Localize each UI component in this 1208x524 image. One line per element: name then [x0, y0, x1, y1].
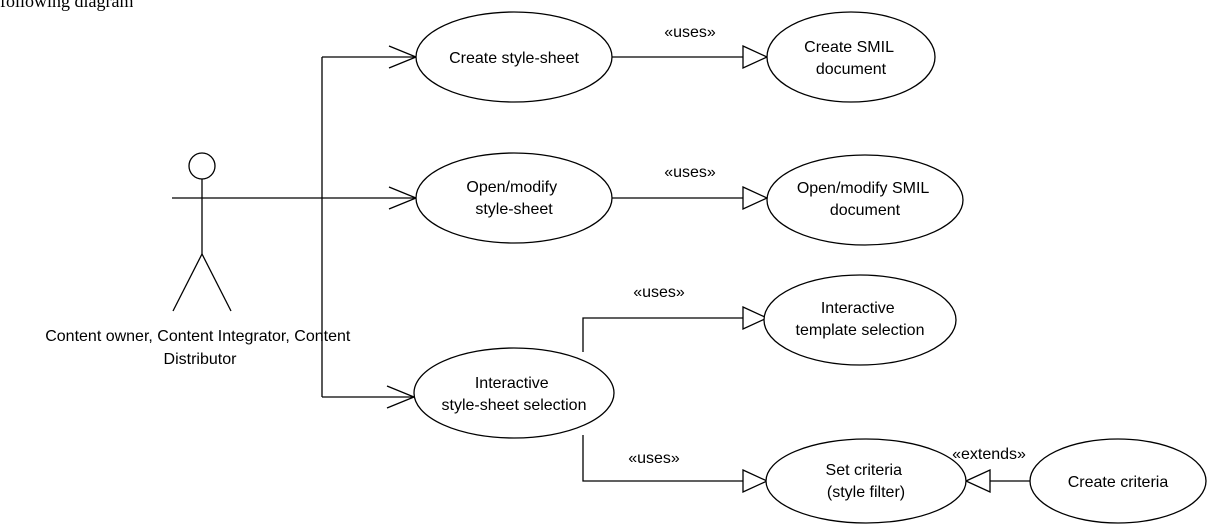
use-case-label: Create style-sheet	[449, 50, 579, 67]
uses-label-create: «uses»	[664, 24, 716, 41]
use-case-label-line-1: Open/modify	[466, 179, 557, 196]
svg-text:Interactive template sel: Interactive template selection	[796, 300, 925, 339]
use-case-create-style-sheet[interactable]: Create style-sheet	[415, 11, 613, 103]
svg-text:Set criteria (style filt: Set criteria (style filter)	[826, 462, 907, 501]
header-fragment: following diagram	[0, 0, 134, 11]
extends-relation	[964, 468, 1030, 494]
use-case-create-smil-document[interactable]: Create SMIL document	[766, 11, 936, 103]
actor-label-line-1: Content owner, Content Integrator, Conte…	[45, 328, 351, 345]
use-case-open-modify-smil-document[interactable]: Open/modify SMIL document	[766, 154, 964, 246]
actor-head	[188, 152, 216, 180]
svg-text:Interactive style-sheet: Interactive style-sheet selection	[442, 375, 587, 414]
uses-label-template: «uses»	[633, 284, 685, 301]
use-case-interactive-template-selection[interactable]: Interactive template selection	[763, 274, 957, 366]
use-case-label-line-2: style-sheet	[475, 201, 553, 218]
uses-arrow-open	[742, 185, 769, 211]
actor[interactable]	[172, 152, 232, 312]
actor-associations	[232, 45, 418, 409]
use-case-label-line-1: Interactive	[821, 300, 895, 317]
svg-text:Open/modify SMIL documen: Open/modify SMIL document	[797, 180, 933, 219]
use-case-label-line-2: document	[816, 61, 887, 78]
svg-text:Create style-sheet: Create style-sheet	[449, 50, 579, 67]
svg-text:Create SMIL document: Create SMIL document	[804, 39, 898, 78]
uses-arrow-set-criteria	[742, 468, 769, 494]
actor-label: Content owner, Content Integrator, Conte…	[45, 328, 355, 368]
uses-label-set-criteria: «uses»	[628, 450, 680, 467]
uses-relations	[582, 44, 769, 494]
uses-arrow-template	[742, 305, 769, 331]
use-case-label: Create criteria	[1068, 474, 1169, 491]
use-case-label-line-2: style-sheet selection	[442, 397, 587, 414]
use-case-label-line-1: Interactive	[475, 375, 549, 392]
extends-label: «extends»	[952, 446, 1026, 463]
use-case-label-line-2: document	[830, 202, 901, 219]
use-case-label-line-1: Open/modify SMIL	[797, 180, 930, 197]
use-case-interactive-style-sheet-selection[interactable]: Interactive style-sheet selection	[413, 347, 615, 439]
use-case-label-line-1: Create SMIL	[804, 39, 894, 56]
uses-arrow-create	[742, 44, 769, 70]
use-case-set-criteria[interactable]: Set criteria (style filter)	[765, 438, 967, 524]
svg-text:Open/modify style-sheet: Open/modify style-sheet	[466, 179, 561, 218]
use-case-label-line-1: Set criteria	[826, 462, 903, 479]
uses-label-open: «uses»	[664, 164, 716, 181]
uses-line-template	[582, 317, 743, 352]
use-case-label-line-2: template selection	[796, 322, 925, 339]
svg-text:Create criteria: Create criteria	[1068, 474, 1169, 491]
use-case-create-criteria[interactable]: Create criteria	[1029, 438, 1207, 524]
actor-left-leg	[172, 253, 203, 312]
extends-arrow	[964, 468, 991, 494]
use-case-label-line-2: (style filter)	[827, 484, 905, 501]
use-case-open-modify-style-sheet[interactable]: Open/modify style-sheet	[415, 152, 613, 244]
uses-line-set-criteria	[582, 435, 743, 482]
actor-label-line-2: Distributor	[164, 351, 238, 368]
actor-right-leg	[201, 253, 232, 312]
